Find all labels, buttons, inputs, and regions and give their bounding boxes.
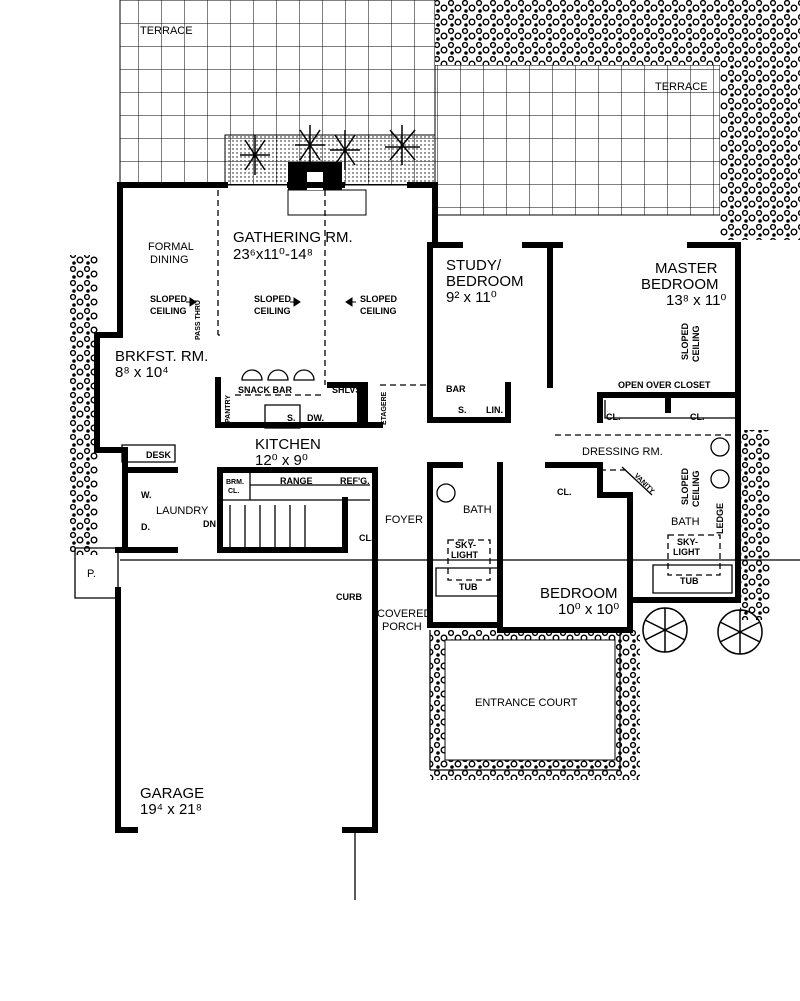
brkfst-room-size: 8⁸ x 10⁴ xyxy=(115,364,169,381)
skylight-label-2: LIGHT xyxy=(451,550,478,560)
curb-label: CURB xyxy=(336,592,362,602)
shelves-label: SHLVS xyxy=(332,385,361,395)
study-bedroom-label: STUDY/ xyxy=(446,257,502,274)
sloped-ceiling-label: CEILING xyxy=(360,306,397,316)
garage-label: GARAGE xyxy=(140,785,204,802)
gathering-room-label: GATHERING RM. xyxy=(233,229,353,246)
skylight-label: SKY- xyxy=(677,537,698,547)
pantry-label: PANTRY xyxy=(225,395,232,423)
range-label: RANGE xyxy=(280,476,313,486)
sloped-ceiling-label: SLOPED xyxy=(680,467,690,505)
closet-label: CL. xyxy=(690,412,705,422)
sloped-ceiling-label: SLOPED xyxy=(150,294,188,304)
terrace-right-paving xyxy=(434,64,721,216)
sink-label: S. xyxy=(287,413,296,423)
formal-dining-label-2: DINING xyxy=(150,254,189,266)
p-label: P. xyxy=(87,568,96,580)
snack-bar-label: SNACK BAR xyxy=(238,385,293,395)
pass-thru-label: PASS THRU xyxy=(195,300,202,340)
skylight-label-2: LIGHT xyxy=(673,547,700,557)
ledge-label: LEDGE xyxy=(715,503,725,534)
study-bedroom-label-2: BEDROOM xyxy=(446,273,524,290)
broom-closet-label-2: CL. xyxy=(228,488,239,495)
sloped-ceiling-label: CEILING xyxy=(691,325,701,362)
closet-label: CL. xyxy=(606,412,621,422)
master-bath-label: BATH xyxy=(671,516,700,528)
gravel-top xyxy=(435,0,800,65)
bar-label: BAR xyxy=(446,384,466,394)
dressing-room-label: DRESSING RM. xyxy=(582,446,663,458)
master-bedroom-size: 13⁸ x 11⁰ xyxy=(666,292,726,309)
bedroom-size: 10⁰ x 10⁰ xyxy=(558,601,619,618)
formal-dining-label: FORMAL xyxy=(148,241,194,253)
etagere-label: ETAGERE xyxy=(381,391,388,425)
sloped-ceiling-label: SLOPED xyxy=(254,294,292,304)
kitchen-label: KITCHEN xyxy=(255,436,321,453)
broom-closet-label: BRM. xyxy=(226,479,244,486)
entrance-court-paving xyxy=(444,639,616,761)
skylight-label: SKY- xyxy=(455,540,476,550)
master-bedroom-label: MASTER xyxy=(655,260,718,277)
sloped-ceiling-label: CEILING xyxy=(150,306,187,316)
entrance-court-label: ENTRANCE COURT xyxy=(475,697,578,709)
bar-sink-label: S. xyxy=(458,405,467,415)
closet-label: CL. xyxy=(359,533,374,543)
brkfst-room-label: BRKFST. RM. xyxy=(115,348,208,365)
bedroom-label: BEDROOM xyxy=(540,585,618,602)
gathering-room-size: 23⁶x11⁰-14⁸ xyxy=(233,246,313,263)
foyer-label: FOYER xyxy=(385,514,423,526)
sloped-ceiling-label: SLOPED xyxy=(360,294,398,304)
stairs-down-label: DN xyxy=(203,519,216,529)
laundry-label: LAUNDRY xyxy=(156,505,209,517)
shrubs-west xyxy=(70,255,98,555)
sloped-ceiling-label: CEILING xyxy=(254,306,291,316)
linen-label: LIN. xyxy=(486,405,503,415)
tub-label: TUB xyxy=(680,576,699,586)
master-bedroom-label-2: BEDROOM xyxy=(641,276,719,293)
washer-label: W. xyxy=(141,490,152,500)
terrace-left-label: TERRACE xyxy=(140,25,193,37)
vanity-label: VANITY xyxy=(633,472,656,495)
covered-porch-label: COVERED xyxy=(377,608,431,620)
sloped-ceiling-label: CEILING xyxy=(691,470,701,507)
arrow-left-icon xyxy=(345,297,356,307)
covered-porch-label-2: PORCH xyxy=(382,621,422,633)
terrace-right-label: TERRACE xyxy=(655,81,708,93)
study-bedroom-size: 9² x 11⁰ xyxy=(446,289,497,306)
tub-label: TUB xyxy=(459,582,478,592)
kitchen-size: 12⁰ x 9⁰ xyxy=(255,452,308,469)
dryer-label: D. xyxy=(141,522,150,532)
bath-label: BATH xyxy=(463,504,492,516)
plant-icon xyxy=(240,125,420,175)
gravel-right xyxy=(720,65,800,240)
refrigerator-label: REF'G. xyxy=(340,476,370,486)
closet-label: CL. xyxy=(557,487,572,497)
garage-size: 19⁴ x 21⁸ xyxy=(140,801,202,818)
dishwasher-label: DW. xyxy=(307,413,324,423)
thin-lines xyxy=(74,369,800,900)
tree-icon xyxy=(642,607,763,655)
walls xyxy=(94,182,741,833)
dashed-lines xyxy=(217,190,738,581)
gravel-east xyxy=(740,430,770,620)
arrow-right-icon xyxy=(186,297,301,307)
sloped-ceiling-label: SLOPED xyxy=(680,322,690,360)
open-over-closet-label: OPEN OVER CLOSET xyxy=(618,380,711,390)
desk-label: DESK xyxy=(146,450,172,460)
hearth xyxy=(287,189,367,216)
